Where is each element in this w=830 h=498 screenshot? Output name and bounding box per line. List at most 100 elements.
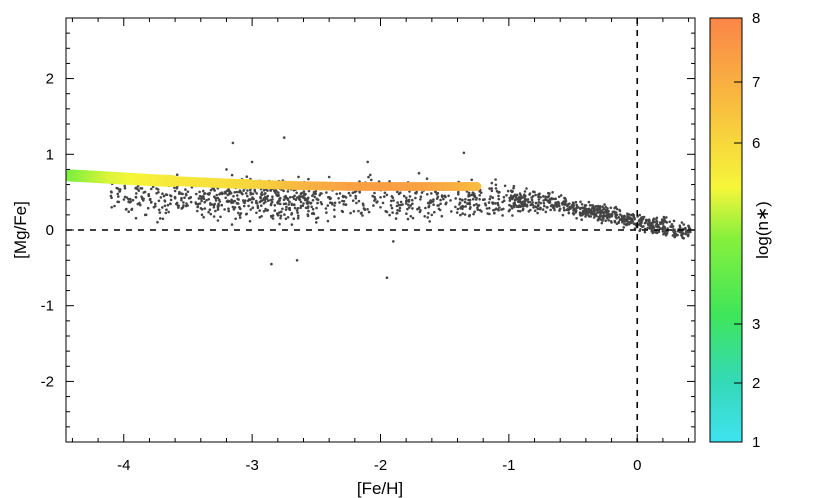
field-star-point [579, 206, 583, 210]
field-star-point [405, 196, 408, 200]
field-star-point [349, 194, 352, 197]
field-star-point [457, 193, 460, 196]
field-star-point [163, 204, 167, 208]
field-star-point [501, 214, 504, 217]
field-star-point [590, 204, 594, 207]
field-star-point [324, 207, 328, 210]
field-star-point [490, 187, 494, 190]
field-star-point [253, 188, 256, 192]
field-star-point [467, 191, 471, 195]
field-star-point [642, 225, 645, 228]
field-star-point [229, 200, 233, 203]
field-star-point [643, 221, 647, 225]
field-star-point [537, 201, 541, 204]
field-star-point [594, 205, 598, 208]
field-star-point [167, 210, 170, 214]
field-star-point [316, 198, 320, 202]
field-star-point [479, 191, 483, 194]
field-star-point [511, 214, 514, 217]
field-star-point [299, 206, 302, 209]
field-star-point [512, 204, 515, 207]
field-star-point [285, 205, 288, 209]
field-star-point [286, 190, 290, 193]
field-star-point [461, 212, 465, 215]
field-star-point [668, 220, 671, 224]
field-star-point [513, 198, 517, 202]
field-star-point [242, 204, 246, 208]
field-star-point [300, 191, 304, 195]
field-star-point [230, 173, 234, 177]
field-star-point [207, 210, 210, 214]
field-star-point [617, 216, 620, 219]
field-star-point [157, 199, 161, 203]
field-star-point [198, 202, 202, 205]
field-star-point [309, 202, 312, 205]
colorbar-tick-label: 8 [752, 10, 760, 27]
field-star-point [408, 206, 411, 209]
field-star-point [599, 218, 603, 221]
field-star-point [620, 215, 624, 218]
field-star-point [496, 201, 500, 205]
field-star-point [279, 214, 283, 218]
field-star-point [502, 195, 506, 199]
field-star-point [311, 207, 315, 211]
field-star-point [169, 198, 173, 202]
field-star-point [402, 194, 406, 198]
field-star-point [379, 196, 382, 199]
field-star-point [589, 208, 593, 212]
field-star-point [209, 188, 213, 192]
field-star-point [277, 214, 280, 217]
field-star-point [462, 151, 466, 155]
field-star-point [662, 224, 665, 228]
field-star-point [184, 192, 188, 196]
field-star-point [456, 207, 460, 211]
field-star-point [212, 203, 216, 207]
field-star-point [423, 215, 427, 218]
field-star-point [379, 206, 382, 209]
field-star-point [411, 202, 414, 206]
field-star-point [628, 213, 631, 216]
field-star-point [385, 276, 389, 280]
field-star-point [178, 190, 181, 194]
field-star-point [439, 202, 442, 206]
field-star-point [549, 208, 552, 212]
field-star-point [614, 215, 617, 219]
field-star-point [493, 211, 496, 215]
field-star-point [397, 192, 401, 196]
field-star-point [118, 190, 121, 193]
colorbar-tick-label: 3 [752, 316, 760, 333]
field-star-point [604, 219, 607, 222]
field-star-point [232, 200, 235, 203]
field-star-point [621, 221, 624, 224]
field-star-point [361, 214, 364, 217]
field-star-point [251, 192, 255, 196]
field-star-point [216, 208, 220, 211]
field-star-point [297, 214, 300, 217]
field-star-point [492, 208, 495, 212]
field-star-point [539, 206, 542, 210]
field-star-point [296, 216, 300, 220]
field-star-point [547, 191, 550, 195]
field-star-point [255, 211, 258, 215]
field-star-point [225, 168, 228, 171]
field-star-point [527, 200, 530, 204]
field-star-point [629, 220, 632, 223]
field-star-point [426, 216, 430, 219]
field-star-point [370, 178, 373, 182]
field-star-point [654, 231, 657, 234]
field-star-point [169, 202, 172, 206]
field-star-point [557, 202, 561, 205]
field-star-point [260, 191, 264, 194]
field-star-point [478, 194, 482, 197]
field-star-point [214, 209, 217, 213]
field-star-point [227, 207, 230, 210]
field-star-point [652, 230, 655, 234]
field-star-point [122, 198, 126, 201]
field-star-point [259, 199, 263, 203]
field-star-point [260, 204, 263, 207]
field-star-point [388, 213, 391, 217]
field-star-point [203, 207, 207, 210]
field-star-point [149, 201, 153, 204]
field-star-point [275, 189, 278, 193]
